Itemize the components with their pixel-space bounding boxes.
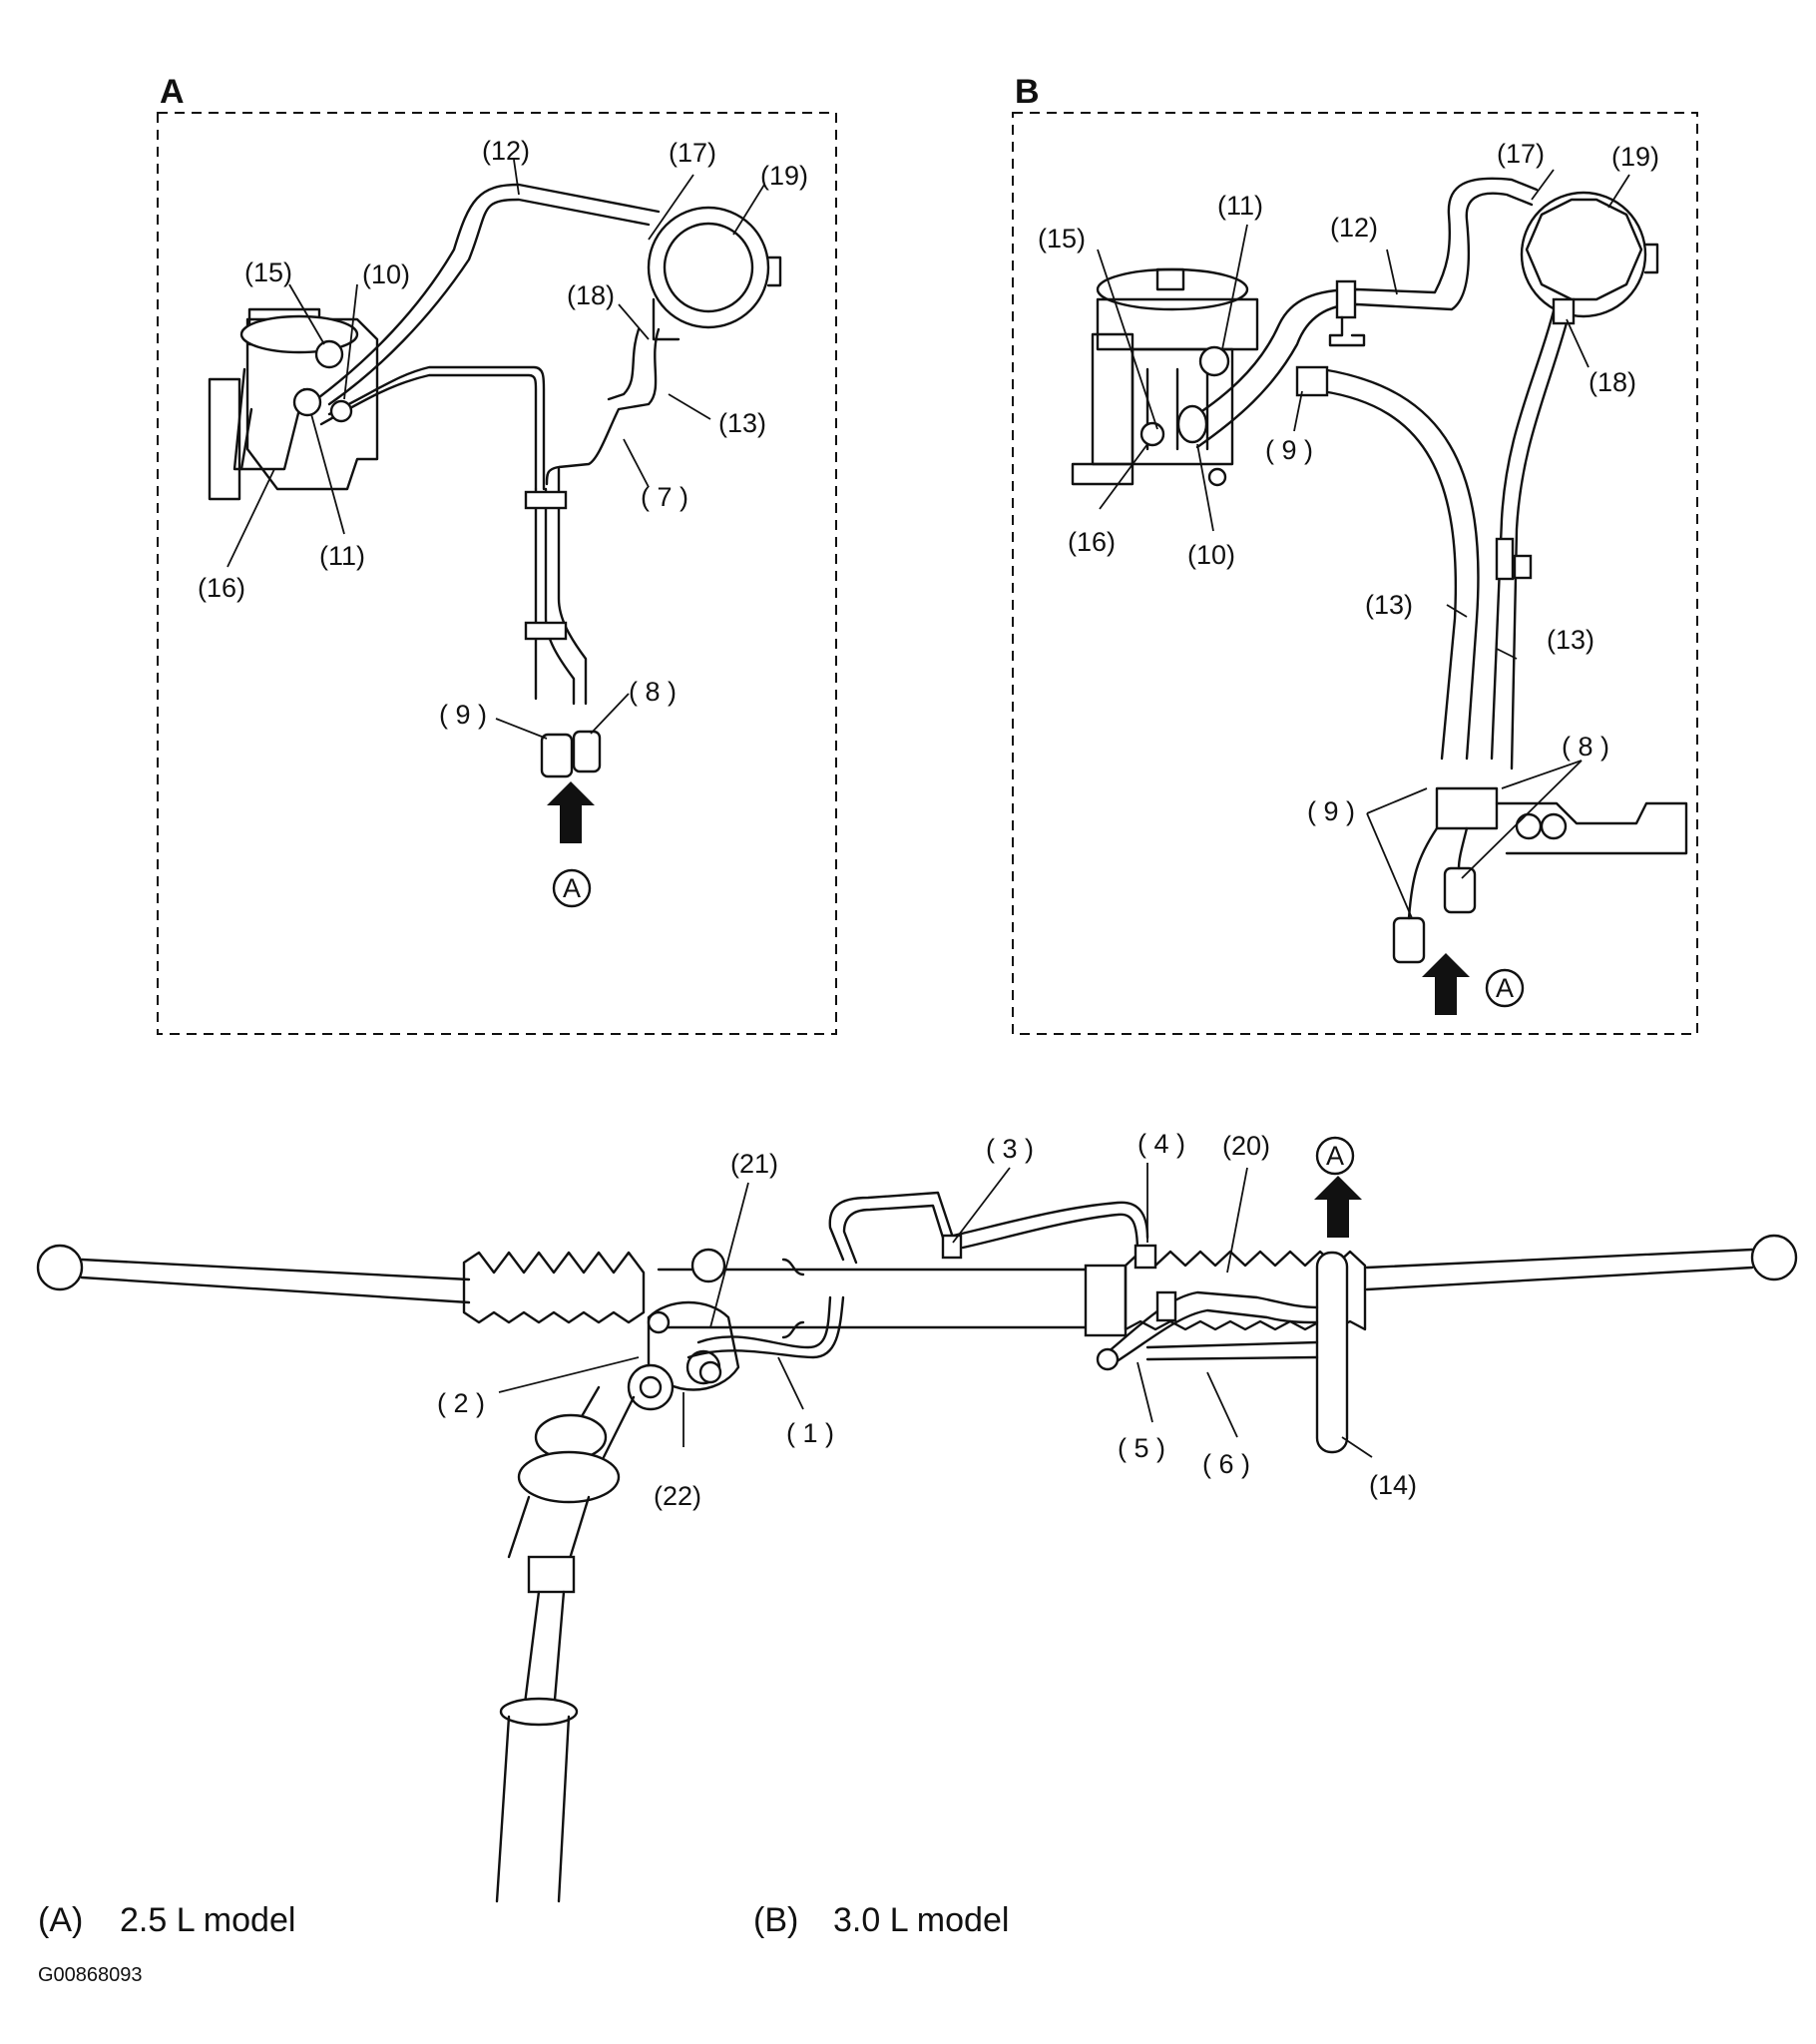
callout-b-8: ( 8 ) bbox=[1562, 732, 1609, 762]
pump-3-0l bbox=[1071, 267, 1259, 487]
callout-a-11: (11) bbox=[319, 541, 365, 571]
callout-b-9-top: ( 9 ) bbox=[1265, 435, 1313, 465]
callout-b-10: (10) bbox=[1187, 540, 1235, 570]
callout-b-12: (12) bbox=[1330, 213, 1378, 243]
view-marker-a: A bbox=[563, 873, 581, 903]
callout-a-8: ( 8 ) bbox=[629, 677, 677, 707]
view-marker-main-icon bbox=[1315, 1136, 1355, 1176]
callout-a-19: (19) bbox=[760, 161, 808, 191]
callout-b-18: (18) bbox=[1589, 367, 1636, 397]
callout-main-3: ( 3 ) bbox=[986, 1134, 1034, 1164]
callout-main-6: ( 6 ) bbox=[1202, 1449, 1250, 1479]
panel-a-letter: A bbox=[160, 73, 185, 111]
callout-main-5: ( 5 ) bbox=[1118, 1433, 1165, 1463]
panel-a: A bbox=[157, 73, 837, 1035]
panel-b-letter: B bbox=[1015, 73, 1040, 111]
caption-b-text: 3.0 L model bbox=[833, 1901, 1010, 1939]
callout-a-9: ( 9 ) bbox=[439, 700, 487, 730]
callout-a-16: (16) bbox=[198, 573, 245, 603]
callout-main-14: (14) bbox=[1369, 1470, 1417, 1500]
callout-main-4: ( 4 ) bbox=[1137, 1129, 1185, 1159]
callout-a-7: ( 7 ) bbox=[641, 482, 688, 512]
callout-b-11: (11) bbox=[1217, 191, 1263, 221]
callout-main-20: (20) bbox=[1222, 1131, 1270, 1161]
panel-a-frame bbox=[157, 112, 837, 1035]
panel-b: B bbox=[1012, 73, 1698, 1035]
view-arrow-b-icon bbox=[1422, 953, 1470, 1015]
callout-a-12: (12) bbox=[482, 136, 530, 166]
callout-main-2: ( 2 ) bbox=[437, 1388, 485, 1418]
view-arrow-a-icon bbox=[547, 781, 595, 843]
steering-rack-assembly: A (21) ( 3 ) ( 4 ) (20) ( 2 ) ( 1 ) (22)… bbox=[36, 1129, 1798, 1903]
caption-a-key: (A) bbox=[38, 1901, 84, 1939]
view-marker-b-icon bbox=[1485, 968, 1525, 1008]
caption-b-key: (B) bbox=[753, 1901, 799, 1939]
reservoir-3-0l bbox=[1520, 191, 1659, 318]
view-marker-a-icon bbox=[552, 868, 592, 908]
callout-main-1: ( 1 ) bbox=[786, 1418, 834, 1448]
callout-a-13: (13) bbox=[718, 408, 766, 438]
callout-a-17: (17) bbox=[669, 138, 716, 168]
callout-main-21: (21) bbox=[730, 1149, 778, 1179]
callout-b-16: (16) bbox=[1068, 527, 1116, 557]
panel-b-frame bbox=[1012, 112, 1698, 1035]
callout-b-19: (19) bbox=[1611, 142, 1659, 172]
valve-housing bbox=[627, 1248, 740, 1411]
callout-a-18: (18) bbox=[567, 280, 615, 310]
callout-b-13-left: (13) bbox=[1365, 590, 1413, 620]
callout-a-15: (15) bbox=[244, 257, 292, 287]
view-arrow-main-icon bbox=[1314, 1176, 1362, 1238]
caption-a-text: 2.5 L model bbox=[120, 1901, 296, 1939]
view-marker-main: A bbox=[1326, 1141, 1344, 1171]
view-marker-b: A bbox=[1496, 973, 1514, 1003]
steering-shaft bbox=[495, 1385, 636, 1903]
callout-b-13-right: (13) bbox=[1547, 625, 1594, 655]
reservoir-2-5l bbox=[647, 206, 782, 341]
callout-main-22: (22) bbox=[654, 1481, 701, 1511]
callout-b-15: (15) bbox=[1038, 224, 1086, 254]
callout-b-9-bottom: ( 9 ) bbox=[1307, 796, 1355, 826]
figure-id: G00868093 bbox=[38, 1964, 143, 1986]
callout-a-10: (10) bbox=[362, 259, 410, 289]
callout-b-17: (17) bbox=[1497, 139, 1545, 169]
